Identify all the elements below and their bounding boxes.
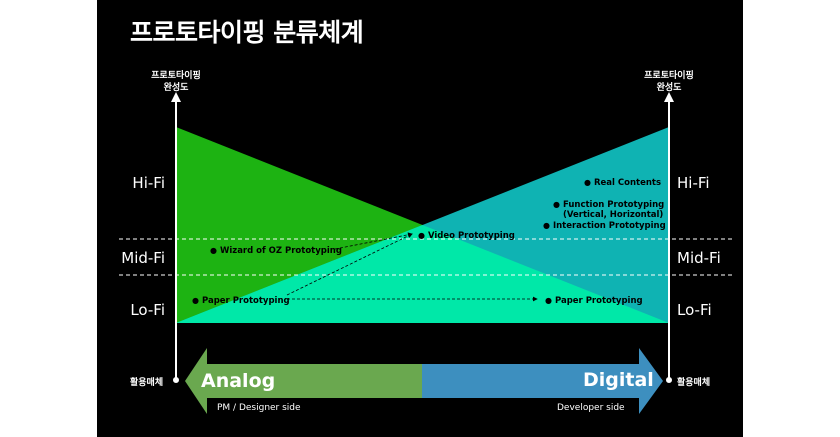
left-axis-origin-dot: [173, 377, 179, 383]
point-function-prototyping-label: Function Prototyping: [562, 200, 665, 210]
point-function-prototyping: ● Function Prototyping: [553, 199, 664, 211]
level-mid-fi-left: Mid-Fi: [121, 249, 165, 267]
bullet-icon: ●: [192, 296, 199, 305]
right-axis-caption-line1: 프로토타이핑: [644, 71, 694, 81]
right-axis-origin-dot: [666, 377, 672, 383]
bullet-icon: ●: [543, 221, 550, 230]
analog-label: Analog: [201, 370, 276, 392]
point-real-contents-label: Real Contents: [593, 178, 662, 188]
point-function-prototyping-sub: (Vertical, Horizontal): [563, 210, 664, 220]
level-hi-fi-left: Hi-Fi: [132, 174, 165, 192]
wizard-to-video-arrow: [334, 232, 413, 250]
slide: 프로토타이핑 분류체계 프로토타이핑 완성도 프로토타이핑 완성도 Hi-Fi …: [97, 0, 743, 437]
paper-to-video-arrow: [286, 233, 413, 296]
left-axis-arrow-icon: [171, 92, 181, 102]
point-real-contents: ● Real Contents: [584, 177, 661, 189]
point-video-prototyping-label: Video Prototyping: [427, 231, 515, 241]
bullet-icon: ●: [210, 246, 217, 255]
bullet-icon: ●: [553, 200, 560, 209]
right-axis-arrow-icon: [664, 92, 674, 102]
pm-designer-side-label: PM / Designer side: [217, 403, 301, 413]
developer-side-label: Developer side: [557, 403, 625, 413]
right-axis-caption-line2: 완성도: [656, 83, 682, 93]
point-paper-prototyping-left: ● Paper Prototyping: [192, 295, 290, 307]
media-label-left: 활용매체: [130, 378, 164, 388]
point-wizard-of-oz: ● Wizard of OZ Prototyping: [210, 245, 342, 257]
point-paper-prototyping-right: ● Paper Prototyping: [545, 295, 643, 307]
bullet-icon: ●: [545, 296, 552, 305]
left-axis-caption: 프로토타이핑 완성도: [136, 70, 216, 94]
level-lo-fi-right: Lo-Fi: [677, 301, 712, 319]
analog-arrow-bar: [185, 348, 422, 414]
page-title: 프로토타이핑 분류체계: [130, 18, 364, 47]
level-mid-fi-right: Mid-Fi: [677, 249, 721, 267]
level-hi-fi-right: Hi-Fi: [677, 174, 710, 192]
bullet-icon: ●: [418, 231, 425, 240]
level-lo-fi-left: Lo-Fi: [130, 301, 165, 319]
point-paper-prototyping-right-label: Paper Prototyping: [554, 296, 643, 306]
media-label-right: 활용매체: [677, 378, 711, 388]
point-video-prototyping: ● Video Prototyping: [418, 230, 515, 242]
digital-arrow-bar: [422, 348, 663, 414]
right-axis-caption: 프로토타이핑 완성도: [629, 70, 709, 94]
digital-label: Digital: [583, 369, 654, 391]
point-interaction-prototyping-label: Interaction Prototyping: [552, 221, 666, 231]
diagram-graphic: [119, 92, 733, 414]
point-interaction-prototyping: ● Interaction Prototyping: [543, 220, 666, 232]
left-axis-caption-line1: 프로토타이핑: [151, 71, 201, 81]
intersection-region: [176, 225, 669, 323]
left-axis-caption-line2: 완성도: [163, 83, 189, 93]
point-wizard-of-oz-label: Wizard of OZ Prototyping: [219, 246, 342, 256]
point-paper-prototyping-left-label: Paper Prototyping: [201, 296, 290, 306]
bullet-icon: ●: [584, 178, 591, 187]
